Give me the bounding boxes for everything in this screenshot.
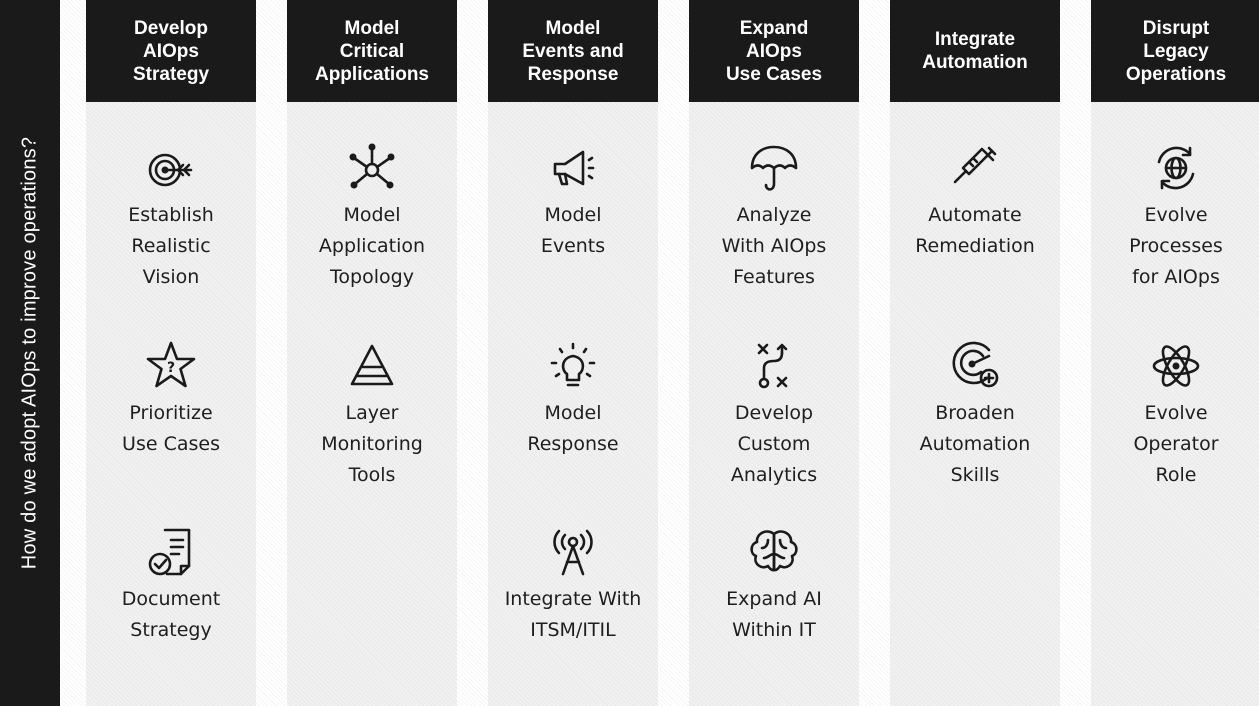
item-automate-remediation: Automate Remediation (890, 138, 1060, 262)
target-icon (148, 153, 193, 187)
megaphone-icon (553, 150, 595, 186)
item-label: Layer Monitoring Tools (321, 402, 423, 486)
svg-text:?: ? (167, 360, 175, 376)
radar-plus-icon (952, 341, 999, 388)
item-label: Establish Realistic Vision (128, 204, 214, 288)
column-header: Model Critical Applications (287, 0, 457, 102)
antenna-tower-icon (553, 529, 593, 576)
item-label: Model Events (540, 204, 606, 257)
item-establish-vision: Establish Realistic Vision (86, 138, 256, 293)
column-model-critical-apps: Model Critical Applications Model Applic… (287, 0, 457, 706)
column-header: Disrupt Legacy Operations (1091, 0, 1259, 102)
column-integrate-automation: Integrate Automation Automate Remediatio… (890, 0, 1060, 706)
item-label: Evolve Operator Role (1133, 402, 1219, 486)
item-label: Develop Custom Analytics (730, 402, 818, 486)
item-evolve-processes: Evolve Processes for AIOps (1091, 138, 1259, 293)
column-header: Expand AIOps Use Cases (689, 0, 859, 102)
item-label: Prioritize Use Cases (122, 402, 220, 455)
item-custom-analytics: Develop Custom Analytics (689, 336, 859, 491)
column-header: Integrate Automation (890, 0, 1060, 102)
item-label: Document Strategy (121, 588, 221, 641)
item-model-topology: Model Application Topology (287, 138, 457, 293)
item-analyze-features: Analyze With AIOps Features (689, 138, 859, 293)
column-header: Model Events and Response (488, 0, 658, 102)
network-hub-icon (349, 143, 395, 189)
item-label: Model Response (527, 402, 619, 455)
column-develop-strategy: Develop AIOps Strategy Establish Realist… (86, 0, 256, 706)
brain-icon (750, 530, 798, 572)
document-check-icon (148, 528, 191, 576)
star-question-icon: ? (146, 341, 196, 388)
item-prioritize-use-cases: ? Prioritize Use Cases (86, 336, 256, 460)
item-expand-ai: Expand AI Within IT (689, 522, 859, 646)
side-question-bar: How do we adopt AIOps to improve operati… (0, 0, 60, 706)
item-label: Automate Remediation (915, 204, 1035, 257)
column-model-events: Model Events and Response Model Events M… (488, 0, 658, 706)
side-question: How do we adopt AIOps to improve operati… (18, 136, 41, 570)
item-model-events: Model Events (488, 138, 658, 262)
item-layer-monitoring: Layer Monitoring Tools (287, 336, 457, 491)
item-label: Integrate With ITSM/ITIL (504, 588, 642, 641)
item-label: Broaden Automation Skills (919, 402, 1031, 486)
item-document-strategy: Document Strategy (86, 522, 256, 646)
globe-cycle-icon (1157, 146, 1195, 190)
item-integrate-itsm: Integrate With ITSM/ITIL (488, 522, 658, 646)
pyramid-icon (350, 344, 394, 386)
item-model-response: Model Response (488, 336, 658, 460)
item-label: Evolve Processes for AIOps (1129, 204, 1223, 288)
strategy-play-icon (757, 343, 788, 389)
syringe-icon (953, 146, 997, 184)
umbrella-icon (750, 145, 798, 191)
column-disrupt-legacy: Disrupt Legacy Operations Evolve Process… (1091, 0, 1259, 706)
item-broaden-skills: Broaden Automation Skills (890, 336, 1060, 491)
item-label: Analyze With AIOps Features (721, 204, 827, 288)
item-label: Model Application Topology (318, 204, 426, 288)
atom-icon (1152, 345, 1200, 387)
column-header: Develop AIOps Strategy (86, 0, 256, 102)
item-label: Expand AI Within IT (726, 588, 822, 641)
column-expand-use-cases: Expand AIOps Use Cases Analyze With AIOp… (689, 0, 859, 706)
lightbulb-icon (550, 342, 596, 387)
item-evolve-operator: Evolve Operator Role (1091, 336, 1259, 491)
